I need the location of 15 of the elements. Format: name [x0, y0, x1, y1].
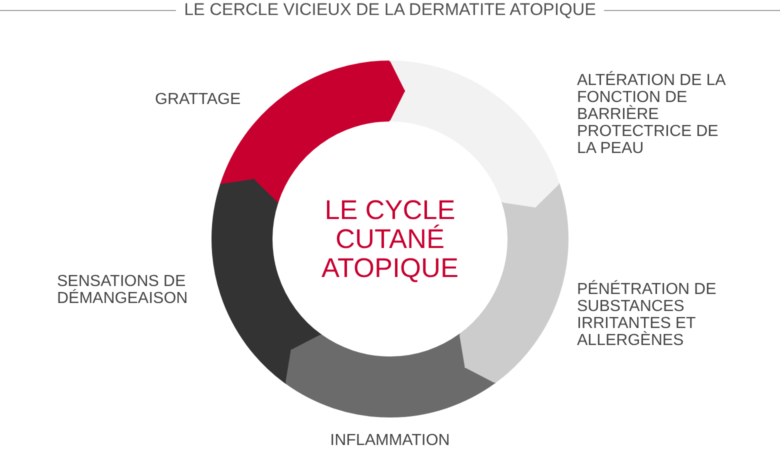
- ring-segment: [284, 334, 496, 418]
- ring-segment: [212, 184, 322, 384]
- arrow: [502, 184, 560, 208]
- stage-label: GRATTAGE: [155, 91, 242, 108]
- arrow: [285, 334, 321, 383]
- ring-segment: [458, 184, 568, 384]
- arrow: [390, 61, 405, 121]
- stage-label: ALTÉRATION DE LA FONCTION DE BARRIÈRE PROTECTRICE DE LA PEAU: [577, 72, 726, 157]
- stage-label: SENSATIONS DE DÉMANGEAISON: [57, 273, 189, 307]
- arrow: [220, 178, 278, 203]
- diagram-title: LE CERCLE VICIEUX DE LA DERMATITE ATOPIQUE: [183, 0, 597, 20]
- center-label: LE CYCLE CUTANÉ ATOPIQUE: [320, 196, 460, 283]
- stage-label: PÉNÉTRATION DE SUBSTANCES IRRITANTES ET ALLERGÈNES: [577, 281, 718, 349]
- arrow: [459, 334, 495, 383]
- stage-label: INFLAMMATION: [329, 432, 451, 449]
